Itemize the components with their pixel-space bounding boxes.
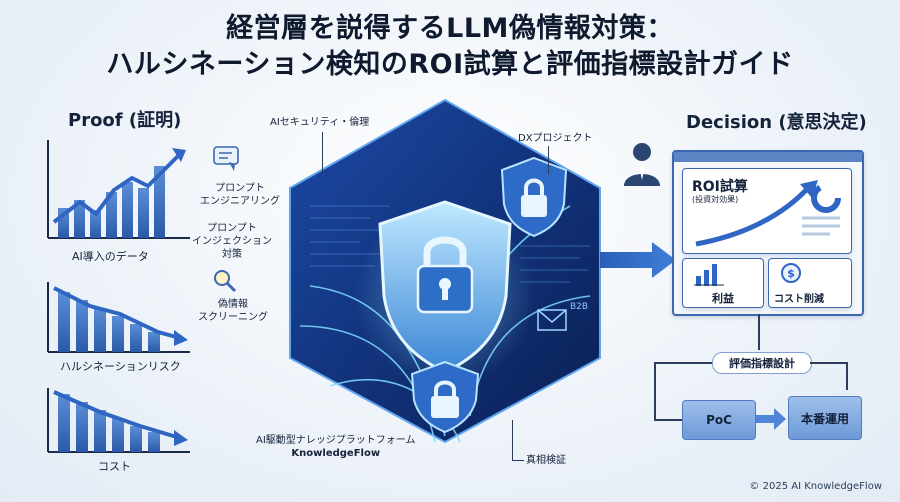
person-icon — [624, 143, 660, 186]
ai-data-chart — [47, 140, 190, 239]
b2b-label: B2B — [570, 302, 589, 312]
platform-label: AI駆動型ナレッジプラットフォーム KnowledgeFlow — [256, 435, 416, 459]
screening-label: 偽情報 スクリーニング — [198, 299, 268, 323]
arrow-right-icon — [756, 408, 786, 430]
roi-subtitle: (投資対効果) — [692, 195, 739, 204]
prompt-engineering-label: プロンプト エンジニアリング — [200, 183, 280, 207]
profit-card — [682, 258, 764, 308]
hallucination-risk-chart — [47, 282, 190, 353]
prompt-injection-label: プロンプト インジェクション 対策 — [192, 223, 272, 260]
decision-heading: Decision (意思決定) — [686, 112, 867, 133]
title-line-2: ハルシネーション検知のROI試算と評価指標設計ガイド — [106, 49, 794, 80]
chat-icon — [213, 146, 239, 171]
svg-text:$: $ — [787, 267, 795, 280]
security-hexagon — [289, 98, 601, 444]
cost-reduction-label: コスト削減 — [774, 294, 824, 305]
verification-label: 真相検証 — [526, 455, 566, 466]
proof-heading: Proof (証明) — [68, 110, 182, 131]
search-icon — [214, 270, 237, 293]
arrow-right-icon — [600, 242, 676, 278]
cost-reduction-card — [768, 258, 852, 308]
ai-data-label: AI導入のデータ — [72, 250, 149, 263]
title-line-1: 経営層を説得するLLM偽情報対策： — [226, 13, 674, 44]
ai-security-label: AIセキュリティ・倫理 — [270, 117, 370, 128]
dollar-icon: $ — [781, 263, 801, 283]
dx-project-label: DXプロジェクト — [518, 133, 593, 144]
production-box: 本番運用 — [788, 396, 862, 440]
hallucination-risk-label: ハルシネーションリスク — [60, 360, 181, 373]
bar-chart-icon — [694, 264, 724, 286]
poc-box: PoC — [682, 400, 756, 440]
profit-label: 利益 — [712, 292, 734, 305]
roi-title: ROI試算 — [692, 179, 748, 195]
metric-design-label: 評価指標設計 — [712, 352, 812, 374]
roi-panel-titlebar — [674, 152, 862, 162]
cost-label: コスト — [98, 460, 131, 473]
cost-chart — [47, 388, 190, 453]
roi-growth-arrow — [695, 180, 841, 247]
copyright: © 2025 AI KnowledgeFlow — [749, 481, 882, 492]
